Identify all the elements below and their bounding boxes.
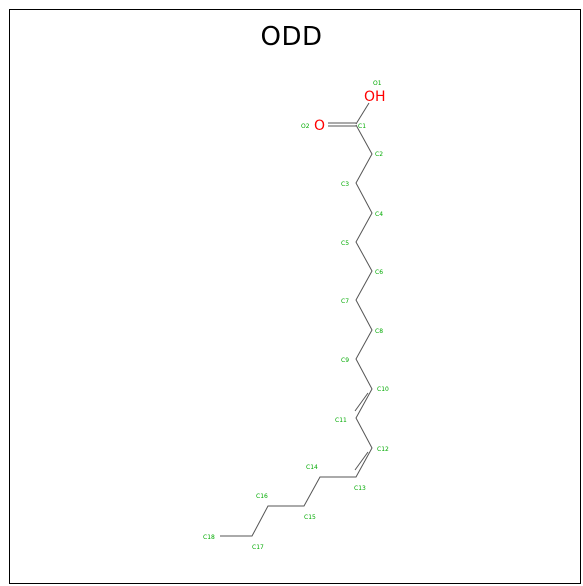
atom-c6-label: C6 <box>375 269 383 276</box>
figure-frame <box>9 9 581 584</box>
atom-c12-label: C12 <box>377 446 389 453</box>
atom-o1-symbol: OH <box>364 89 386 105</box>
atom-c13-label: C13 <box>354 485 366 492</box>
atom-c7-label: C7 <box>341 298 349 305</box>
atom-c8-label: C8 <box>375 328 383 335</box>
atom-o2-index: O2 <box>301 123 310 130</box>
atom-c4-label: C4 <box>375 211 383 218</box>
atom-c15-label: C15 <box>304 514 316 521</box>
bond-c10-c11-double <box>354 392 369 412</box>
atom-o1-index: O1 <box>373 80 382 87</box>
atom-c5-label: C5 <box>341 240 349 247</box>
atom-c18-label: C18 <box>203 534 215 541</box>
atom-c16-label: C16 <box>256 493 268 500</box>
bond-lines <box>220 102 373 537</box>
atom-c3-label: C3 <box>341 181 349 188</box>
atom-c1-label: C1 <box>358 123 366 130</box>
atom-o2-symbol: O <box>314 118 325 134</box>
atom-c10-label: C10 <box>377 386 389 393</box>
atom-c9-label: C9 <box>341 357 349 364</box>
carbon-chain <box>220 124 373 537</box>
bond-c12-c13-double <box>354 451 369 471</box>
atom-c17-label: C17 <box>252 544 264 551</box>
atom-c14-label: C14 <box>306 464 318 471</box>
bond-c1-o1 <box>355 102 370 125</box>
molecule-title: ODD <box>260 22 323 52</box>
atom-c11-label: C11 <box>335 417 347 424</box>
atom-c2-label: C2 <box>375 151 383 158</box>
